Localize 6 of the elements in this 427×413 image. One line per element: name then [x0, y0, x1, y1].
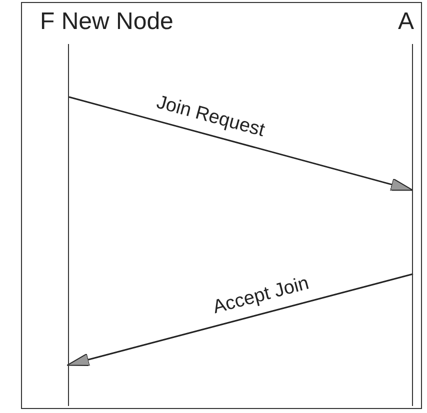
- message-arrow: [68, 96, 414, 191]
- participant-name: F New Node: [40, 8, 174, 36]
- message-label: Join Request: [154, 92, 267, 142]
- message-arrow: [66, 273, 414, 366]
- message-label: Accept Join: [210, 273, 311, 320]
- participant-name: A: [398, 8, 414, 36]
